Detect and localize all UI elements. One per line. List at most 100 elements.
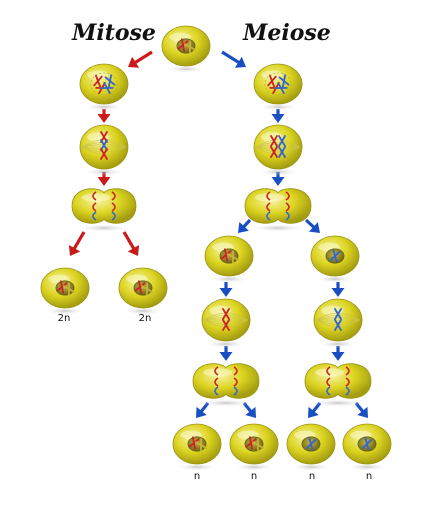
meiosis-daughter-left — [204, 235, 254, 283]
meiosis2-right-telophase-cell — [304, 363, 372, 407]
meiosis2-right-telophase-cell-chrom-e — [326, 377, 331, 387]
meiosis-daughter-left-chrom-b — [227, 250, 239, 264]
gamete-4-chrom-a-arms — [361, 437, 373, 451]
meiosis2-left-telophase-cell-chrom-c — [214, 386, 219, 396]
gamete-2-chrom-a — [245, 436, 257, 450]
meiosis-metaphase-cell-chrom-a — [270, 135, 278, 147]
cell-start-chrom-a-arms — [177, 38, 189, 52]
meiosis-daughter-left-chrom-b-arms — [227, 250, 239, 264]
mitosis-daughter-right-chrom-a-arms — [134, 280, 146, 294]
mitosis-metaphase-cell-spindle-1 — [82, 141, 126, 148]
mitosis-prophase-cell-chrom-a-arms — [93, 74, 103, 88]
ploidy-label-meiosis-3: n — [308, 471, 316, 482]
arrow-meiosis-3-left — [219, 282, 233, 297]
ploidy-label-meiosis-4: n — [365, 471, 373, 482]
meiosis-metaphase-cell-chrom-b — [278, 135, 286, 147]
mitosis-daughter-left-chrom-b-arms — [63, 282, 75, 296]
arrow-meiosis-5-c-shape — [308, 402, 322, 418]
mitosis-daughter-right-chrom-a — [134, 280, 146, 294]
meiosis2-right-metaphase-cell-chrom-b-arms — [334, 319, 342, 331]
meiosis2-left-metaphase-cell-chrom-a-arms — [222, 308, 230, 320]
meiosis-metaphase-cell-chrom-d — [278, 146, 286, 158]
arrow-mitosis-split-left-shape — [68, 231, 86, 256]
meiosis-daughter-left-nucleus — [219, 248, 239, 264]
arrow-mitosis-split-right-shape — [122, 231, 140, 256]
arrow-meiosis-4-left-shape — [219, 346, 233, 361]
meiosis2-right-telophase-cell-chrom-d — [345, 386, 350, 396]
meiosis-prophase-cell — [253, 63, 303, 111]
meiosis2-left-telophase-cell-chrom-a — [214, 366, 219, 376]
mitosis-prophase-cell-chrom-d — [100, 82, 114, 94]
gamete-2-chrom-b-arms — [252, 438, 264, 452]
mitosis-prophase-cell — [79, 63, 129, 111]
meiosis-prophase-cell-chrom-a — [267, 74, 277, 88]
mitosis-telophase-cell-highlight — [81, 193, 111, 202]
arrow-mitosis-2 — [97, 172, 111, 186]
meiosis2-left-metaphase-cell-chrom-a — [222, 308, 230, 320]
mitosis-telophase-cell-chrom-d — [111, 211, 116, 221]
arrow-meiosis-5-d-shape — [354, 402, 368, 418]
gamete-1-chrom-b-arms — [195, 438, 207, 452]
arrow-meiosis-3-right — [331, 282, 345, 297]
meiosis-telophase1-cell-chrom-e — [266, 202, 271, 212]
meiosis2-right-metaphase-cell-chrom-b — [334, 319, 342, 331]
gamete-4 — [342, 423, 392, 471]
meiosis2-left-metaphase-cell-shadow — [205, 340, 247, 348]
meiosis2-left-telophase-cell-chrom-f — [233, 377, 238, 387]
meiosis-prophase-cell-shadow — [257, 103, 299, 111]
meiosis-telophase1-cell-body — [244, 188, 312, 224]
meiosis2-left-metaphase-cell — [201, 298, 251, 348]
meiosis-metaphase-cell-spindle-1 — [256, 141, 300, 148]
ploidy-label-mitosis-left: 2n — [57, 313, 71, 324]
mitosis-daughter-left-nucleus — [55, 280, 75, 296]
mitosis-daughter-right-shadow — [122, 307, 164, 315]
gamete-3-chrom-a — [305, 437, 317, 451]
gamete-1-chrom-a-arms — [188, 436, 200, 450]
meiosis-daughter-right-chrom-a — [329, 249, 341, 263]
meiosis-telophase1-cell-shadow — [249, 224, 307, 232]
arrow-meiosis-2 — [271, 172, 285, 186]
mitosis-metaphase-cell-chrom-b — [100, 139, 108, 151]
meiosis-daughter-right-shadow — [314, 275, 356, 283]
arrow-start-to-meiosis — [221, 50, 246, 68]
gamete-2-chrom-b — [252, 438, 264, 452]
meiosis2-left-telophase-cell-highlight — [202, 368, 233, 377]
meiosis-prophase-cell-chrom-b-arms — [278, 74, 290, 88]
gamete-2-shadow — [233, 463, 275, 471]
mitosis-daughter-right-chrom-b — [141, 282, 153, 296]
meiosis-metaphase-cell-chrom-c — [270, 146, 278, 158]
meiosis-metaphase-cell — [253, 124, 303, 176]
cell-start — [161, 25, 211, 73]
meiosis-daughter-right — [310, 235, 360, 283]
arrow-meiosis-4-right — [331, 346, 345, 361]
meiosis-metaphase-cell-chrom-d-arms — [278, 146, 286, 158]
meiosis-metaphase-cell-spindle-6 — [256, 146, 300, 155]
arrow-meiosis-3-right-shape — [331, 282, 345, 297]
mitosis-daughter-left — [40, 267, 90, 315]
meiosis2-left-telophase-cell-chrom-d — [233, 386, 238, 396]
mitosis-metaphase-cell-shadow — [83, 168, 125, 176]
meiosis2-right-telophase-cell-chrom-b — [345, 366, 350, 376]
gamete-1-chrom-b — [195, 438, 207, 452]
arrow-mitosis-split-left — [68, 231, 86, 256]
mitosis-metaphase-cell-spindle-5 — [82, 146, 126, 153]
meiosis2-left-metaphase-cell-spindle-4 — [204, 319, 248, 323]
meiosis-prophase-cell-chrom-d — [274, 82, 288, 94]
arrow-meiosis-5-b — [242, 402, 256, 418]
ploidy-label-mitosis-right: 2n — [138, 313, 152, 324]
meiosis-daughter-right-chrom-a-arms — [329, 249, 341, 263]
arrow-meiosis-5-c — [308, 402, 322, 418]
meiosis2-right-metaphase-cell — [313, 298, 363, 348]
cell-start-chrom-a — [177, 38, 189, 52]
meiosis-metaphase-cell-spindle-5 — [256, 146, 300, 153]
mitosis-telophase-cell-chrom-e — [92, 202, 97, 212]
ploidy-label-meiosis-2: n — [250, 471, 258, 482]
arrow-start-to-meiosis-shape — [221, 50, 246, 68]
arrow-meiosis-split-right — [304, 218, 320, 233]
meiosis-telophase1-cell-chrom-c — [266, 211, 271, 221]
arrow-meiosis-5-d — [354, 402, 368, 418]
mitosis-daughter-right — [118, 267, 168, 315]
arrow-meiosis-1 — [271, 109, 285, 123]
